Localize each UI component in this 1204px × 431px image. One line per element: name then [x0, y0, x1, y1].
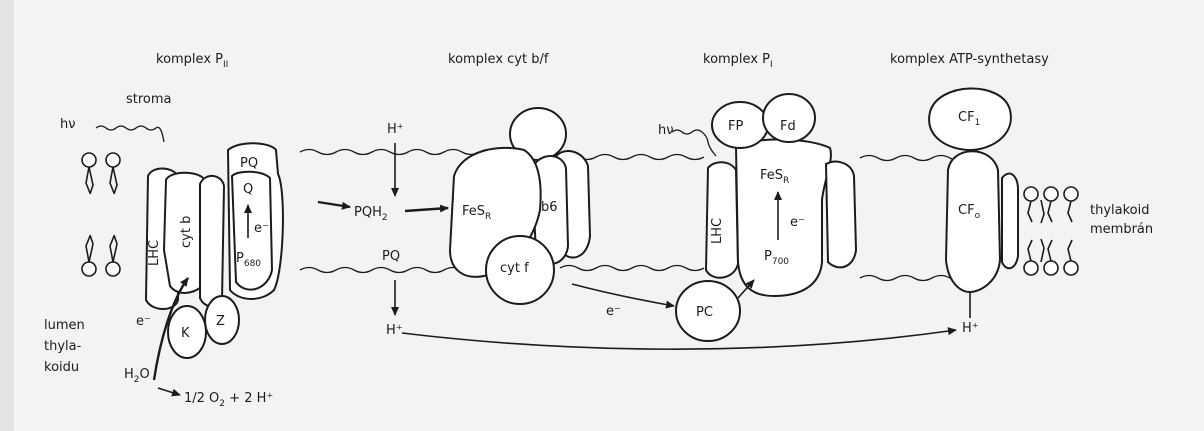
psii-core-inner-shape: [230, 170, 274, 291]
membrane-top-line-3: [859, 154, 969, 162]
label-e-psii: e⁻: [254, 221, 269, 236]
label-h-plus-atp: H⁺: [962, 321, 979, 336]
psii-complex: [144, 142, 284, 359]
arrow-to-pqh2: [317, 200, 351, 210]
label-lhc-left: LHC: [147, 240, 162, 266]
label-cf1: CF1: [958, 110, 980, 128]
arrow-water-products: [157, 387, 181, 397]
label-o2-products: 1/2 O2 + 2 H⁺: [184, 391, 273, 409]
label-cytb: cyt b: [179, 216, 194, 248]
labels: komplex PII komplex cyt b/f komplex PI k…: [44, 52, 1153, 409]
cf0-side-shape: [1001, 172, 1019, 270]
label-hv-left: hν: [60, 117, 76, 132]
label-pc: PC: [696, 305, 713, 320]
lipid-head: [1063, 186, 1079, 202]
lipid-right: [1023, 186, 1079, 276]
cf0-shape: [944, 150, 1002, 294]
arrows: [95, 125, 971, 397]
label-stroma: stroma: [126, 92, 172, 107]
label-h2o: H2O: [124, 367, 150, 385]
lipid-tails-top: [1027, 199, 1073, 224]
label-b6: b6: [541, 200, 558, 215]
label-q: Q: [243, 182, 253, 197]
psii-inner-shape: [199, 175, 226, 308]
label-e-lumen: e⁻: [136, 314, 151, 329]
label-lhc-right: LHC: [710, 218, 725, 244]
atp-synthase: [928, 87, 1019, 294]
label-cytf: cyt f: [500, 261, 529, 276]
lipid-tails-top: [85, 166, 118, 195]
membrane-lines: [299, 148, 969, 282]
label-fp: FP: [728, 119, 743, 134]
label-pq-top: PQ: [240, 156, 258, 171]
label-hv-right: hν: [658, 123, 674, 138]
label-k: K: [181, 326, 190, 341]
label-pq-mid: PQ: [382, 249, 400, 264]
label-complex-psii: komplex PII: [156, 52, 228, 70]
label-pqh2: PQH2: [354, 205, 388, 223]
psi-core-shape: [734, 138, 832, 298]
label-complex-atp: komplex ATP-synthetasy: [890, 52, 1049, 67]
label-e-mid: e⁻: [606, 304, 621, 319]
light-wave-left: [95, 125, 165, 143]
label-fd: Fd: [780, 119, 796, 134]
membrane-bottom-line-1: [299, 266, 479, 274]
fd-shape: [762, 93, 816, 143]
arrow-water-to-psii: [152, 277, 189, 381]
label-h-plus-top: H⁺: [387, 122, 404, 137]
arrow-h-plus-to-atp: [401, 327, 957, 350]
label-z: Z: [216, 314, 225, 329]
lipid-left: [81, 152, 121, 277]
membrane-top-line-1: [299, 148, 497, 156]
lipid-head: [1023, 260, 1039, 276]
light-wave-right: [671, 129, 717, 157]
label-lumen: lumen: [44, 318, 85, 333]
cf1-shape: [928, 87, 1012, 152]
lipid-head: [105, 152, 121, 168]
psi-side-shape: [824, 160, 858, 269]
lipid-tails-bottom: [85, 234, 118, 263]
label-fes-right: FeSR: [760, 168, 789, 186]
arrow-pqh2-to-fes: [404, 204, 449, 213]
lipid-head: [1063, 260, 1079, 276]
cytf-shape: [485, 235, 555, 305]
cytbf-complex: [448, 107, 592, 305]
label-thyla: thyla-: [44, 339, 82, 354]
lipid-head: [81, 152, 97, 168]
left-border: [0, 0, 14, 431]
label-e-psi: e⁻: [790, 215, 805, 230]
arrow-pc-to-psi: [737, 279, 755, 299]
lipid-head: [1023, 186, 1039, 202]
lipid-head: [81, 261, 97, 277]
z-shape: [204, 295, 240, 345]
lipid-head: [1043, 186, 1059, 202]
membrane-bottom-line-2: [559, 264, 705, 272]
pc-shape: [675, 280, 741, 342]
label-cf0: CFo: [958, 203, 981, 221]
label-p680: P680: [236, 251, 261, 269]
lipid-head: [1043, 260, 1059, 276]
arrow-to-pc: [571, 283, 675, 309]
label-h-plus-bottom: H⁺: [386, 323, 403, 338]
lipid-head: [105, 261, 121, 277]
label-p700: P700: [764, 249, 789, 267]
label-thylakoid: thylakoid: [1090, 203, 1150, 218]
label-koidu: koidu: [44, 360, 79, 375]
k-shape: [167, 305, 207, 359]
label-complex-psi: komplex PI: [703, 52, 773, 70]
label-membrane: membrán: [1090, 222, 1153, 237]
lipid-tails-bottom: [1027, 238, 1073, 263]
psi-complex: [675, 93, 858, 342]
label-fes-left: FeSR: [462, 204, 491, 222]
label-complex-cytbf: komplex cyt b/f: [448, 52, 549, 67]
